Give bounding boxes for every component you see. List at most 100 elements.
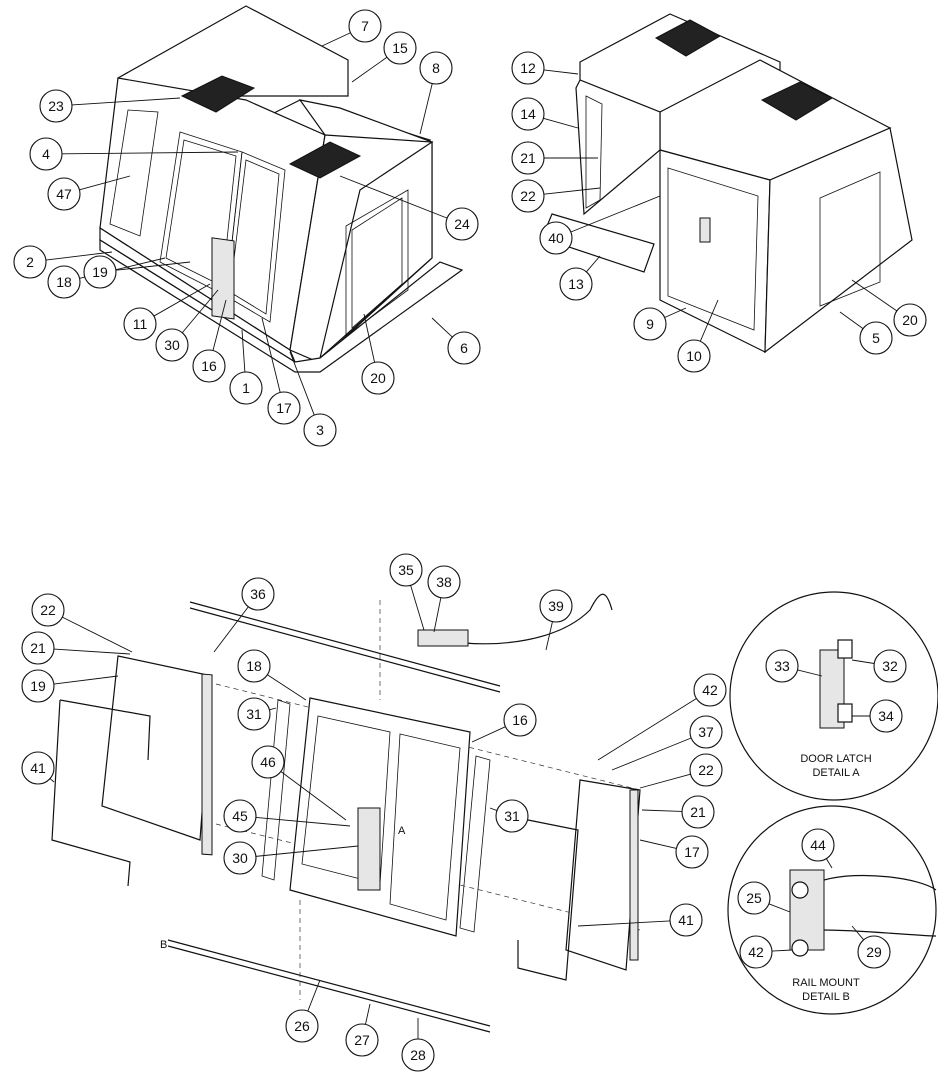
balloon-3: 3: [289, 351, 337, 447]
balloon-47-leader: [79, 175, 131, 191]
balloon-18-circle: [237, 649, 271, 683]
balloon-37-circle: [689, 715, 723, 749]
detail-b-balloon-42: 42: [739, 935, 793, 969]
balloon-6: 6: [431, 317, 481, 365]
balloon-46-leader: [280, 771, 347, 821]
balloon-22: 22: [31, 593, 133, 653]
balloon-16-label: 16: [201, 358, 217, 374]
balloon-8: 8: [419, 51, 453, 135]
balloon-4-leader: [61, 151, 239, 155]
balloon-38-leader: [433, 597, 442, 633]
balloon-3-circle: [303, 413, 337, 447]
balloon-19-circle: [21, 669, 55, 703]
balloon-13: 13: [559, 255, 601, 301]
balloon-21-leader: [53, 648, 131, 655]
balloon-13-label: 13: [568, 276, 584, 292]
balloon-8-circle: [419, 51, 453, 85]
balloon-17-circle: [675, 835, 709, 869]
balloon-31-leader: [489, 807, 498, 811]
balloon-12-circle: [511, 51, 545, 85]
balloon-30-circle: [223, 841, 257, 875]
balloon-19: 19: [83, 255, 191, 289]
balloon-36: 36: [213, 577, 275, 653]
balloon-21-circle: [21, 631, 55, 665]
balloon-45-leader: [255, 817, 351, 827]
balloon-14: 14: [511, 97, 579, 131]
balloon-40-circle: [539, 221, 573, 255]
balloon-24-label: 24: [454, 216, 470, 232]
balloon-22-circle: [511, 179, 545, 213]
balloon-35-circle: [389, 553, 423, 587]
balloon-31-circle: [237, 697, 271, 731]
balloon-19-label: 19: [92, 264, 108, 280]
balloon-10-leader: [699, 299, 719, 342]
balloon-20-leader: [851, 279, 898, 312]
balloon-21-label: 21: [690, 804, 706, 820]
detail-b-balloon-25-circle: [737, 881, 771, 915]
detail-b-balloon-42-leader: [771, 949, 793, 952]
balloon-21: 21: [21, 631, 131, 665]
balloon-7-label: 7: [361, 18, 369, 34]
detail-b-balloon-44: 44: [801, 828, 835, 869]
detail-a-balloon-32: 32: [851, 649, 907, 683]
balloon-47-circle: [47, 177, 81, 211]
balloon-2-circle: [13, 245, 47, 279]
detail-a-balloon-32-label: 32: [882, 658, 898, 674]
balloon-14-label: 14: [520, 106, 536, 122]
balloon-21-leader: [641, 809, 683, 812]
detail-a-balloon-33-circle: [765, 649, 799, 683]
balloon-10: 10: [677, 299, 719, 373]
balloon-18-leader: [267, 674, 307, 701]
balloon-12-leader: [543, 69, 579, 75]
balloon-30: 30: [223, 841, 359, 875]
balloon-18-label: 18: [246, 658, 262, 674]
detail-b-view: RAIL MOUNT DETAIL B: [727, 805, 937, 1015]
detail-b-caption-line2: DETAIL B: [802, 991, 850, 1003]
detail-b-balloon-29-label: 29: [866, 944, 882, 960]
detail-a-caption-line1: DOOR LATCH: [800, 753, 871, 765]
detail-a-balloon-33: 33: [765, 649, 823, 683]
balloon-16-leader: [212, 299, 227, 351]
balloon-41: 41: [21, 751, 55, 785]
balloon-15-leader: [351, 56, 388, 83]
detail-a-view: DOOR LATCH DETAIL A: [729, 591, 938, 801]
balloon-19-circle: [83, 255, 117, 289]
balloon-36-label: 36: [250, 586, 266, 602]
detail-a-balloon-32-leader: [851, 659, 875, 664]
balloon-9-circle: [633, 307, 667, 341]
balloon-9-leader: [664, 307, 687, 318]
balloon-20-circle: [893, 303, 927, 337]
balloon-21-circle: [681, 795, 715, 829]
balloon-35-leader: [410, 585, 425, 631]
balloon-41-circle: [669, 903, 703, 937]
balloon-10-label: 10: [686, 348, 702, 364]
balloon-20-leader: [363, 313, 376, 363]
balloon-3-leader: [289, 351, 315, 416]
balloon-47: 47: [47, 175, 131, 211]
balloon-18-label: 18: [56, 274, 72, 290]
balloon-16-circle: [503, 703, 537, 737]
balloon-30-circle: [155, 328, 189, 362]
balloon-4-circle: [29, 137, 63, 171]
balloon-16-label: 16: [512, 712, 528, 728]
balloon-20: 20: [851, 279, 927, 337]
balloon-42-label: 42: [702, 682, 718, 698]
balloon-37-label: 37: [698, 724, 714, 740]
balloon-27-label: 27: [354, 1032, 370, 1048]
balloon-17-label: 17: [276, 400, 292, 416]
enclosure-view-rear: [541, 13, 913, 354]
balloon-19-label: 19: [30, 678, 46, 694]
balloon-38-circle: [427, 565, 461, 599]
balloon-41: 41: [577, 903, 703, 937]
balloon-40-label: 40: [548, 230, 564, 246]
detail-a-marker: A: [398, 825, 406, 837]
balloon-3-label: 3: [316, 422, 324, 438]
detail-a-balloon-34: 34: [852, 699, 903, 733]
balloon-21-circle: [511, 141, 545, 175]
balloon-16: 16: [471, 703, 537, 743]
balloon-1-circle: [229, 371, 263, 405]
balloon-1: 1: [229, 329, 263, 405]
detail-a-balloon-33-leader: [797, 669, 823, 677]
balloon-14-leader: [543, 117, 579, 129]
balloon-23-circle: [39, 89, 73, 123]
